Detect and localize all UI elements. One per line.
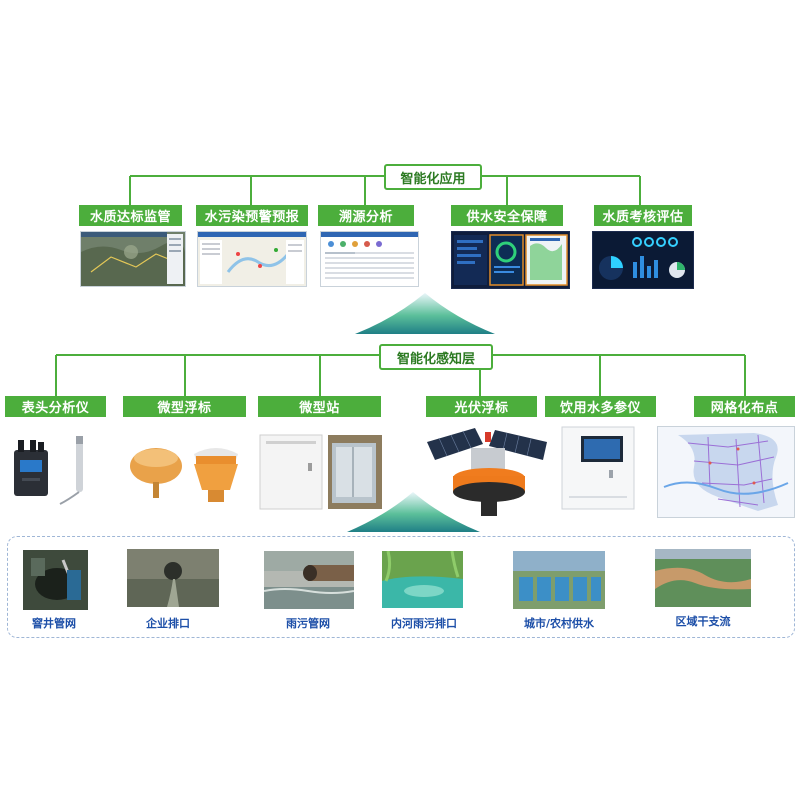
- scene-caption-inland-river: 内河雨污排口: [391, 617, 457, 630]
- multi-parameter-instrument-icon: [561, 426, 635, 510]
- inland-river-outfall-photo-icon: [382, 551, 463, 608]
- hub-smart-application-label: 智能化应用: [400, 171, 466, 187]
- manhole-photo-icon: [23, 550, 88, 610]
- app-label-pollution-warning: 水污染预警预报: [196, 205, 308, 226]
- device-label-solar-buoy: 光伏浮标: [426, 396, 537, 417]
- micro-station-icon: [258, 433, 382, 511]
- micro-buoy-icon: [126, 438, 246, 510]
- scene-caption-rain-sewage: 雨污管网: [286, 617, 330, 630]
- device-label-multi-param: 饮用水多参仪: [545, 396, 656, 417]
- scene-panel: [7, 536, 795, 638]
- scene-caption-river-basin: 区域干支流: [675, 615, 731, 628]
- assessment-dashboard-icon: [592, 231, 694, 289]
- app-label-water-quality: 水质达标监管: [79, 205, 182, 226]
- device-label-grid-layout: 网格化布点: [694, 396, 795, 417]
- up-arrow-icon: [347, 492, 480, 532]
- water-plant-photo-icon: [513, 551, 605, 609]
- hub-smart-application: 智能化应用: [384, 164, 482, 190]
- app-label-assessment: 水质考核评估: [594, 205, 692, 226]
- enterprise-outfall-photo-icon: [127, 549, 219, 607]
- device-label-meter: 表头分析仪: [5, 396, 106, 417]
- hub-smart-perception-label: 智能化感知层: [396, 351, 475, 367]
- hub-smart-perception: 智能化感知层: [379, 344, 493, 370]
- up-arrow-icon: [355, 293, 495, 334]
- device-label-micro-station: 微型站: [258, 396, 381, 417]
- river-basin-photo-icon: [655, 549, 751, 607]
- scene-caption-enterprise: 企业排口: [146, 617, 190, 630]
- meter-analyzer-icon: [8, 428, 108, 508]
- gis-map-dashboard-icon: [197, 231, 307, 287]
- device-label-micro-buoy: 微型浮标: [123, 396, 246, 417]
- scene-caption-water-supply: 城市/农村供水: [523, 617, 595, 630]
- analysis-table-icon: [320, 231, 419, 287]
- scene-caption-manhole: 窨井管网: [32, 617, 76, 630]
- solar-buoy-icon: [425, 420, 553, 520]
- app-label-supply-safety: 供水安全保障: [451, 205, 563, 226]
- app-label-tracing: 溯源分析: [318, 205, 414, 226]
- grid-layout-map-icon: [657, 426, 795, 518]
- map-dashboard-icon: [80, 231, 186, 287]
- rain-sewage-pipe-photo-icon: [264, 551, 354, 609]
- water-supply-dashboard-icon: [451, 231, 570, 289]
